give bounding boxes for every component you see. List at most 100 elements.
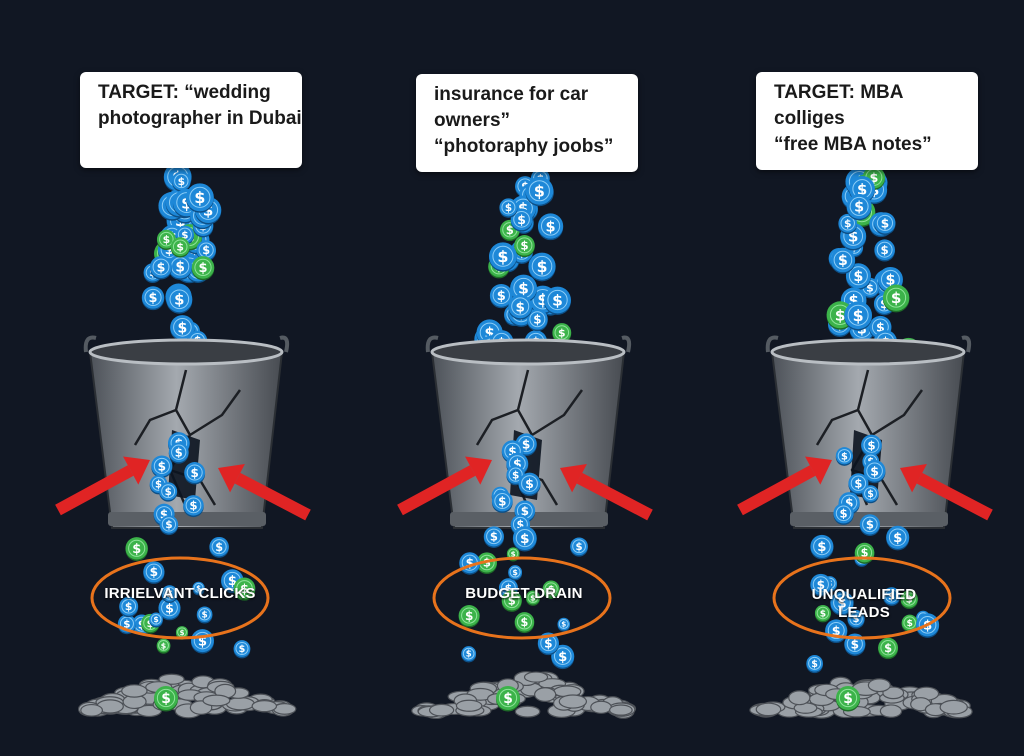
svg-text:$: $ — [811, 659, 818, 670]
dollar-coin-icon: $ — [184, 462, 206, 485]
svg-text:$: $ — [840, 507, 848, 521]
svg-text:$: $ — [848, 227, 858, 245]
svg-text:$: $ — [817, 578, 825, 592]
svg-text:$: $ — [150, 565, 158, 579]
dollar-coin-icon: $ — [836, 686, 860, 712]
outcome-line: IRRIELVANT CLICKS — [104, 585, 256, 602]
dollar-coin-icon: $ — [512, 526, 537, 552]
dollar-coin-icon: $ — [156, 638, 171, 654]
dollar-coin-icon: $ — [862, 485, 879, 504]
svg-text:$: $ — [522, 437, 530, 451]
dollar-coin-icon: $ — [557, 617, 570, 632]
dollar-coin-icon: $ — [537, 213, 564, 241]
dollar-coin-icon: $ — [491, 490, 513, 513]
dollar-coin-icon: $ — [810, 573, 832, 597]
svg-text:$: $ — [508, 444, 517, 458]
red-arrow-icon — [55, 456, 150, 516]
svg-text:$: $ — [544, 637, 552, 651]
svg-text:$: $ — [228, 574, 237, 589]
svg-text:$: $ — [158, 459, 166, 473]
svg-text:$: $ — [866, 281, 874, 294]
dollar-coin-icon: $ — [830, 590, 854, 616]
dollar-coin-icon: $ — [159, 515, 179, 536]
svg-text:$: $ — [520, 531, 530, 547]
svg-text:$: $ — [176, 241, 184, 254]
target-label-box: insurance for car owners” “photoraphy jo… — [416, 74, 638, 172]
dollar-coin-icon: $ — [191, 629, 214, 654]
dollar-coin-icon: $ — [825, 619, 848, 644]
svg-text:$: $ — [466, 650, 472, 660]
svg-text:$: $ — [198, 634, 207, 649]
dollar-coin-icon: $ — [168, 442, 189, 464]
panel-scene: $$$$$$$$$$$$$$$$$$$$$$$$$$$$$$$$$$$$$$$$… — [737, 166, 993, 719]
dollar-coin-icon: $ — [233, 640, 251, 659]
svg-text:$: $ — [201, 611, 207, 621]
dollar-coin-icon: $ — [886, 525, 910, 551]
dollar-coin-icon: $ — [233, 577, 256, 601]
red-arrow-icon — [560, 464, 653, 521]
dollar-coin-icon: $ — [458, 605, 480, 628]
svg-text:$: $ — [861, 547, 869, 560]
dollar-coin-icon: $ — [874, 239, 895, 262]
dollar-coin-icon: $ — [544, 286, 571, 315]
dollar-coin-icon: $ — [154, 686, 178, 712]
svg-text:$: $ — [191, 466, 199, 480]
svg-text:$: $ — [867, 489, 874, 500]
target-line: “photoraphy joobs” — [434, 136, 614, 157]
svg-text:$: $ — [853, 306, 864, 325]
dollar-coin-icon: $ — [499, 198, 518, 218]
svg-text:$: $ — [854, 200, 864, 216]
dollar-coin-icon: $ — [878, 637, 899, 660]
panel-insurance: $$$$$$$$$$$$$$$$$$$$$$$$$$$$$$$$$$$$$$$$… — [342, 0, 682, 756]
svg-text:$: $ — [849, 293, 859, 310]
svg-text:$: $ — [497, 289, 506, 304]
svg-text:$: $ — [853, 614, 860, 625]
svg-text:$: $ — [505, 582, 513, 595]
svg-text:$: $ — [576, 542, 583, 553]
dollar-coin-icon: $ — [814, 605, 831, 623]
dollar-coin-icon: $ — [125, 537, 148, 562]
dollar-coin-icon: $ — [844, 301, 872, 331]
svg-text:$: $ — [832, 624, 841, 639]
dollar-coin-icon: $ — [900, 590, 918, 610]
dollar-coin-icon: $ — [838, 213, 858, 235]
svg-text:$: $ — [466, 556, 474, 570]
svg-text:$: $ — [907, 618, 913, 629]
dollar-coin-icon: $ — [863, 459, 886, 484]
svg-text:$: $ — [508, 594, 516, 608]
svg-text:$: $ — [194, 188, 205, 207]
dollar-coin-icon: $ — [166, 286, 193, 314]
dollar-coin-icon: $ — [874, 212, 896, 235]
dollar-coin-icon: $ — [483, 526, 504, 548]
target-label-box: TARGET: MBA colliges “free MBA notes” — [756, 72, 978, 170]
svg-text:$: $ — [844, 217, 851, 230]
dollar-coin-icon: $ — [882, 284, 910, 313]
panel-wedding: $$$$$$$$$$$$$$$$$$$$$$$$$$$$$$$$$$$$$$$$… — [0, 0, 340, 756]
svg-text:$: $ — [132, 542, 141, 557]
svg-text:$: $ — [548, 585, 555, 596]
svg-text:$: $ — [838, 253, 848, 269]
dollar-coin-icon: $ — [192, 581, 205, 596]
dollar-coin-icon: $ — [833, 503, 854, 525]
svg-text:$: $ — [149, 291, 158, 306]
svg-text:$: $ — [512, 469, 519, 481]
dollar-coin-icon: $ — [542, 580, 560, 599]
svg-text:$: $ — [505, 202, 512, 214]
svg-text:$: $ — [163, 233, 171, 246]
svg-text:$: $ — [239, 644, 246, 655]
svg-text:$: $ — [537, 257, 548, 276]
svg-text:$: $ — [198, 261, 207, 276]
svg-text:$: $ — [518, 280, 529, 298]
dollar-coin-icon: $ — [461, 646, 477, 663]
red-arrow-icon — [737, 456, 832, 516]
svg-text:$: $ — [215, 541, 223, 554]
svg-text:$: $ — [888, 591, 895, 602]
target-line: TARGET: MBA — [774, 82, 904, 103]
svg-text:$: $ — [851, 637, 859, 651]
svg-text:$: $ — [512, 568, 518, 577]
dollar-coin-icon: $ — [159, 482, 178, 502]
target-line: “free MBA notes” — [774, 134, 932, 155]
svg-text:$: $ — [516, 299, 525, 315]
svg-text:$: $ — [174, 291, 184, 309]
svg-text:$: $ — [196, 584, 201, 592]
